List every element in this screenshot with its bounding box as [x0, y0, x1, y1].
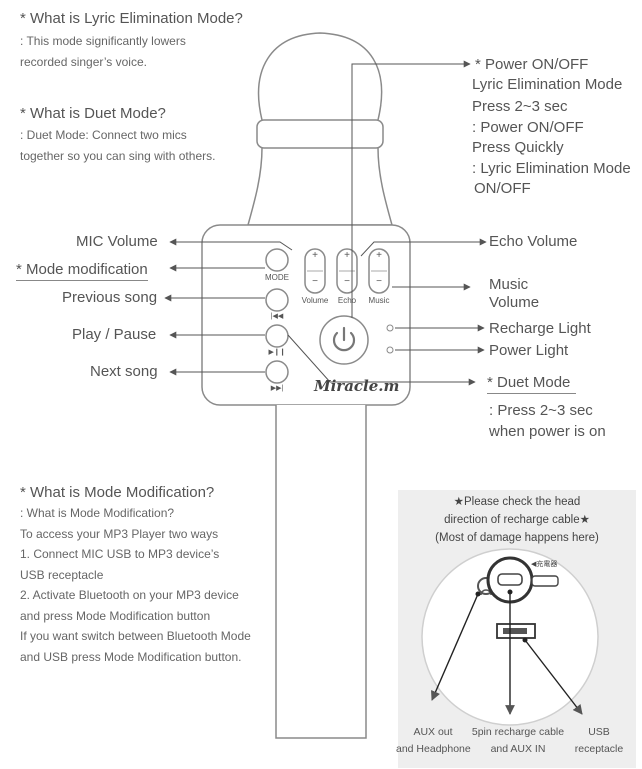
mode-modification-line: and press Mode Modification button: [20, 609, 211, 623]
mode-modification-line: If you want switch between Bluetooth Mod…: [20, 629, 251, 643]
echo-rocker-label: Echo: [337, 296, 357, 305]
power-info-line: Press Quickly: [472, 139, 564, 156]
echo-minus-icon: −: [344, 276, 350, 287]
leader-mic-volume: [169, 238, 293, 251]
power-icon: [332, 331, 356, 352]
mode-modification-heading: * What is Mode Modification?: [20, 484, 215, 501]
leader-echo: [360, 238, 487, 257]
mode-modification-line: 2. Activate Bluetooth on your MP3 device: [20, 588, 239, 602]
leader-aux: [431, 593, 479, 701]
micro-usb-port: [497, 573, 523, 586]
power-info-line: : Power ON/OFF: [472, 119, 584, 136]
duet-mode-line: together so you can sing with others.: [20, 149, 216, 163]
duet-mode-detail: when power is on: [489, 423, 606, 440]
lyric-elimination-line: : This mode significantly lowers: [20, 34, 186, 48]
usb-receptacle-label: USB: [588, 726, 610, 738]
next-song-label: Next song: [90, 363, 158, 380]
volume-plus-icon: +: [312, 250, 318, 261]
next-button[interactable]: [265, 360, 289, 384]
power-led: [386, 346, 394, 354]
music-volume-label: Music: [489, 276, 529, 293]
play-pause-icon: ▶❙❙: [268, 349, 286, 356]
mode-modification-line: To access your MP3 Player two ways: [20, 527, 219, 541]
next-icon: ▶▶|: [270, 385, 284, 392]
duet-mode-heading: * What is Duet Mode?: [20, 105, 166, 122]
leader-usb: [524, 639, 583, 715]
duet-mode-label: * Duet Mode: [487, 374, 577, 394]
headphone-icon: [480, 589, 492, 596]
mic-volume-label: MIC Volume: [76, 233, 158, 250]
power-info-line: : Lyric Elimination Mode: [472, 160, 631, 177]
duet-mode-detail: : Press 2~3 sec: [489, 402, 593, 419]
mode-modification-line: : What is Mode Modification?: [20, 506, 175, 520]
music-plus-icon: +: [376, 250, 382, 261]
aux-out-label: and Headphone: [396, 743, 471, 755]
echo-plus-icon: +: [344, 250, 350, 261]
lyric-elimination-heading: * What is Lyric Elimination Mode?: [20, 10, 243, 27]
aux-out-label: AUX out: [413, 726, 453, 738]
leader-power: [351, 60, 471, 318]
recharge-cable-label: and AUX IN: [490, 743, 546, 755]
cable-warning-title: (Most of damage happens here): [435, 532, 599, 544]
mode-modification-line: 1. Connect MIC USB to MP3 device’s: [20, 547, 220, 561]
power-info-line: * Power ON/OFF: [475, 56, 589, 73]
music-minus-icon: −: [376, 276, 382, 287]
volume-minus-icon: −: [312, 276, 318, 287]
brand-logo: Miracle.m: [314, 377, 400, 395]
previous-button[interactable]: [265, 288, 289, 312]
power-light-label: Power Light: [489, 342, 569, 359]
charger-legend: ◀充電器: [531, 561, 558, 568]
play-pause-label: Play / Pause: [72, 326, 157, 343]
usb-receptacle-label: receptacle: [574, 743, 624, 755]
lyric-elimination-line: recorded singer’s voice.: [20, 55, 147, 69]
mode-modification-line: USB receptacle: [20, 568, 104, 582]
volume-rocker-label: Volume: [301, 296, 329, 305]
micro-usb-legend: [531, 575, 559, 587]
previous-song-label: Previous song: [62, 289, 158, 306]
mode-modification-label: * Mode modification: [16, 261, 148, 281]
power-info-line: Press 2~3 sec: [472, 98, 568, 115]
cable-warning-title: direction of recharge cable★: [444, 514, 590, 526]
recharge-cable-label: 5pin recharge cable: [471, 726, 565, 738]
previous-icon: |◀◀: [270, 313, 284, 320]
mic-handle: [275, 405, 367, 739]
power-info-line: Lyric Elimination Mode: [472, 76, 623, 93]
cable-warning-title: ★Please check the head: [453, 496, 581, 508]
leader-duet: [287, 334, 476, 386]
music-rocker-label: Music: [368, 296, 390, 305]
echo-volume-label: Echo Volume: [489, 233, 578, 250]
music-volume-label: Volume: [489, 294, 540, 311]
mode-button-label: MODE: [265, 273, 289, 282]
mic-ring: [256, 119, 384, 149]
mode-modification-line: and USB press Mode Modification button.: [20, 650, 242, 664]
recharge-led: [386, 324, 394, 332]
play-pause-button[interactable]: [265, 324, 289, 348]
mode-button[interactable]: [265, 248, 289, 272]
recharge-light-label: Recharge Light: [489, 320, 591, 337]
power-info-line: ON/OFF: [474, 180, 531, 197]
duet-mode-line: : Duet Mode: Connect two mics: [20, 128, 187, 142]
